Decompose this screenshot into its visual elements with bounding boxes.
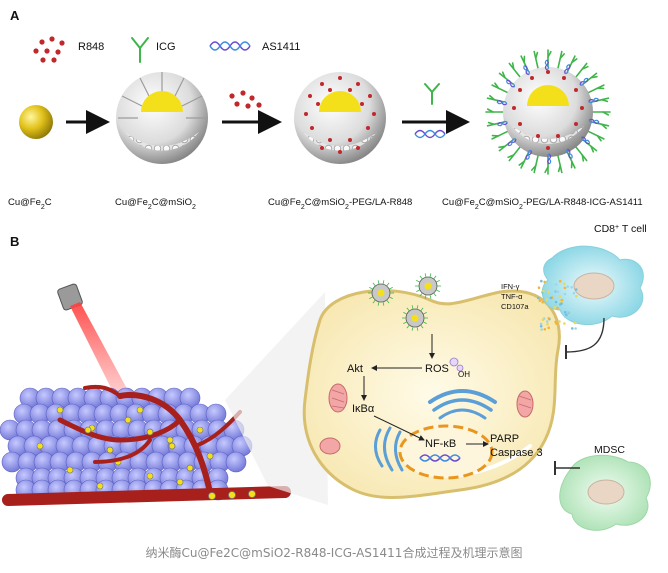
arrow-3-icg-icon (424, 83, 440, 105)
mitochondrion-left (328, 383, 348, 413)
nfkb-label: NF-κB (425, 438, 456, 450)
oh-label: OH (458, 370, 470, 379)
panel-b-label: B (10, 234, 19, 249)
caspase-label: Caspase 3 (490, 447, 543, 459)
stage-silica-label: Cu@Fe2C@mSiO2 (115, 197, 196, 211)
oh-radical-icon (449, 357, 464, 372)
ikba-label: IκBα (352, 403, 375, 415)
cancer-cell-membrane (302, 289, 561, 499)
golgi-apparatus (428, 389, 497, 420)
cu-fe2c-msio2-particle (116, 72, 208, 164)
arrow-2-r848-dots (229, 90, 262, 109)
mdsc-label: MDSC (594, 444, 625, 456)
cytokine-ifn: IFN-γ (501, 282, 520, 291)
legend-r848-label: R848 (78, 41, 104, 53)
r848-loaded-particle (294, 72, 386, 164)
vessel-nanoparticles (84, 416, 256, 500)
dna-helix (419, 454, 461, 462)
final-nanozyme-particle (485, 49, 611, 175)
cd8-attack-line (565, 317, 605, 353)
zoom-connector (225, 292, 328, 505)
stage-core-label: Cu@Fe2C (8, 197, 52, 211)
legend-as1411-icon (209, 41, 251, 51)
cu-fe2c-core (19, 105, 53, 139)
mitochondrion-bottom (319, 437, 341, 455)
cd8-label: CD8+ T cell (594, 223, 647, 235)
stage-final-label: Cu@Fe2C@mSiO2-PEG/LA-R848-ICG-AS1411 (442, 197, 643, 211)
nucleus (398, 424, 494, 480)
parp-label: PARP (490, 433, 519, 445)
cytokine-tnf: TNF-α (501, 292, 523, 301)
endoplasmic-reticulum (374, 426, 404, 472)
laser-beam (70, 302, 132, 402)
akt-label: Akt (347, 363, 363, 375)
cytokine-cd107a: CD107a (501, 302, 529, 311)
mitochondrion-right (516, 390, 534, 418)
cytokine-release-dots (537, 279, 578, 331)
legend-icg-icon (131, 37, 149, 63)
ros-label: ROS (425, 363, 449, 375)
figure-caption: 纳米酶Cu@Fe2C@mSiO2-R848-ICG-AS1411合成过程及机理示… (145, 546, 523, 560)
legend-icg-label: ICG (156, 41, 176, 53)
cd8-nucleus (573, 272, 615, 300)
legend-as1411-label: AS1411 (262, 41, 300, 53)
mdsc-nucleus (587, 479, 625, 505)
stage-loaded-label: Cu@Fe2C@mSiO2-PEG/LA-R848 (268, 197, 412, 211)
arrow-3-as1411-icon (414, 129, 446, 139)
panel-a-label: A (10, 8, 20, 23)
pathway-arrows (361, 334, 489, 447)
membrane-nanoparticles (368, 273, 441, 331)
tumor-mass (0, 387, 253, 501)
legend-r848-icon (33, 36, 65, 63)
